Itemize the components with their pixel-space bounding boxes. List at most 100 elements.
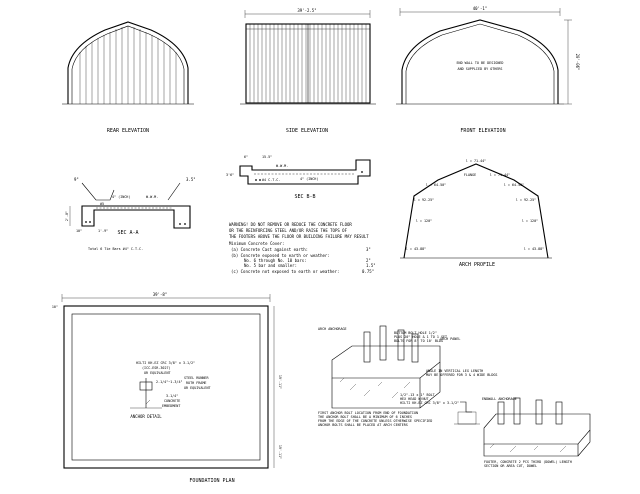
sec-a-ties: Total 6 Tie Bars #4" C.T.C.: [88, 247, 143, 251]
anchor-title: ANCHOR DETAIL: [130, 414, 162, 419]
svg-text:l = 71.44": l = 71.44": [490, 173, 510, 177]
anchor-dim: 2-1/4"~1-3/4": [156, 380, 183, 384]
svg-text:SECTION OR AREA CUT, DOWEL: SECTION OR AREA CUT, DOWEL: [484, 464, 537, 468]
endwall-anchorage-title: ENDWALL ANCHORAGE: [482, 397, 517, 401]
arch-profile-outline: [403, 163, 549, 259]
svg-text:ROTH FRAME: ROTH FRAME: [186, 381, 206, 385]
svg-text:CONCRETE: CONCRETE: [164, 399, 180, 403]
front-elevation-title: FRONT ELEVATION: [460, 128, 505, 134]
svg-text:ARCH PANEL: ARCH PANEL: [440, 337, 460, 341]
foundation-left-dim: 10": [52, 305, 58, 309]
svg-text:FIRST ANCHOR BOLT LOCATION FRO: FIRST ANCHOR BOLT LOCATION FROM END OF F…: [318, 411, 418, 415]
endwall-post-4: [555, 401, 563, 425]
svg-text:FLANGE: FLANGE: [464, 173, 476, 177]
svg-text:l = 92.25": l = 92.25": [516, 198, 536, 202]
warning-line3: THE FOOTERS ABOVE THE FLOOR OR BUILDING …: [229, 234, 369, 239]
sec-a-title: SEC A-A: [117, 230, 138, 236]
sec-a-inch: 4" (INCH): [112, 195, 130, 199]
sec-b-wwm-label: W.W.M.: [276, 164, 288, 168]
foundation-outer: [63, 305, 269, 469]
side-corrugation: [249, 24, 367, 103]
foundation-plan: 39'-8" 10" 19'-11" 19'-11" FOUNDATION PL…: [52, 292, 282, 484]
warning-notes: WARNING! DO NOT REMOVE OR REDUCE THE CON…: [229, 222, 376, 274]
sec-a-right-wing: [167, 182, 181, 201]
rear-ribs: [79, 26, 177, 104]
svg-text:(ICC-ESR-3027): (ICC-ESR-3027): [142, 366, 171, 370]
sec-a-left-wing: [81, 182, 115, 201]
arch-post-2: [379, 325, 387, 361]
svg-text:l = 92.25": l = 92.25": [414, 198, 434, 202]
cover-a: (a) Concrete Cast against earth:: [231, 247, 308, 252]
sec-b-outline: [239, 159, 371, 185]
foundation-inner: [71, 313, 261, 461]
rear-elevation: REAR ELEVATION: [62, 21, 194, 134]
arch-profile: l = 71.44" FLANGE l = 71.44" l = 64.50" …: [400, 159, 552, 268]
front-note-line1: END WALL TO BE DESIGNED: [457, 61, 504, 65]
svg-text:OR EQUIVALENT: OR EQUIVALENT: [144, 371, 171, 375]
sec-a-dim-bottom-mid: 1'-9": [98, 229, 108, 233]
rear-elevation-title: REAR ELEVATION: [107, 128, 149, 134]
arch-profile-labels: l = 71.44" FLANGE l = 71.44" l = 64.50" …: [406, 159, 544, 251]
arch-anchorage-hatch: [339, 377, 411, 399]
anchor-side-detail: [454, 401, 480, 425]
svg-text:OR EQUIVALENT: OR EQUIVALENT: [184, 386, 211, 390]
front-width-dim: 40'-1": [473, 6, 487, 11]
sec-b-dim-left: 3'6": [226, 173, 234, 177]
svg-text:THE ANCHOR BOLT SHALL BE A MIN: THE ANCHOR BOLT SHALL BE A MINIMUM OF 6 …: [318, 415, 412, 419]
cover-a-val: 3": [366, 247, 371, 252]
svg-text:l = 64.50": l = 64.50": [426, 183, 446, 187]
endwall-post-2: [513, 397, 521, 425]
sec-a-dim-bottom-left: 10": [76, 229, 82, 233]
sec-a-dim-left: 9": [74, 177, 79, 182]
cover-b2: No. 5 bar and smaller:: [244, 263, 297, 268]
arch-anchorage-title: ARCH ANCHORAGE: [318, 327, 347, 331]
svg-text:STEEL RUNNER: STEEL RUNNER: [184, 376, 209, 380]
svg-text:l = 43.88": l = 43.88": [406, 247, 426, 251]
foundation-right-dim: 19'-11": [278, 375, 282, 389]
warning-line2: OR THE REINFORCING STEEL AND/OR RAISE TH…: [229, 228, 348, 233]
rear-arch-outline: [67, 21, 189, 104]
cover-b: (b) Concrete exposed to earth or weather…: [231, 253, 330, 258]
svg-text:ANCHOR BOLTS SHALL BE PLACED A: ANCHOR BOLTS SHALL BE PLACED AT ARCH CEN…: [318, 423, 408, 427]
arch-anchorage: ARCH ANCHORAGE BOTTOM BOLT HOLE 1/2" PLU…: [318, 325, 497, 427]
endwall-anchorage: ENDWALL ANCHORAGE FOOTER, CONCRETE 2 PCS…: [482, 397, 591, 468]
sec-b-inch: 4" (INCH): [300, 177, 318, 181]
svg-text:l = 43.88": l = 43.88": [524, 247, 544, 251]
arch-post-1: [363, 331, 371, 363]
anchor-detail: HILTI KH-EZ CRC 3/8" x 3-1/2" (ICC-ESR-3…: [130, 361, 211, 419]
svg-text:BOTTOM BOLT HOLE 1/2": BOTTOM BOLT HOLE 1/2": [394, 331, 437, 335]
section-a-a: 9" 3.5" 4" (INCH) W.W.M. #5 2'-0" 10" 1'…: [65, 177, 196, 251]
cover-b2-val: 1.5": [366, 263, 376, 268]
foundation-width-dim: 39'-8": [153, 292, 167, 297]
svg-text:HEX HEAD W/NUT: HEX HEAD W/NUT: [400, 397, 429, 401]
cover-title: Minimum Concrete Cover:: [229, 241, 284, 246]
side-elevation-title: SIDE ELEVATION: [286, 128, 328, 134]
svg-text:EMBEDMENT: EMBEDMENT: [162, 404, 180, 408]
cover-c: (c) Concrete not exposed to earth or wea…: [231, 269, 339, 274]
foundation-bottom-dim: 19'-11": [278, 445, 282, 459]
cover-c-val: 0.75": [362, 269, 374, 274]
foundation-title: FOUNDATION PLAN: [189, 478, 234, 484]
svg-text:FOOTER, CONCRETE 2 PCS THIRD (: FOOTER, CONCRETE 2 PCS THIRD (DOWEL) LEN…: [484, 460, 572, 464]
sec-b-dim-top1: 6": [244, 155, 248, 159]
svg-text:ANGLE IN VERTICAL LEG LENGTH: ANGLE IN VERTICAL LEG LENGTH: [426, 369, 483, 373]
endwall-post-3: [535, 399, 543, 425]
svg-text:BOLTS FOR 8' TO 10' BLDG: BOLTS FOR 8' TO 10' BLDG: [394, 339, 443, 343]
svg-text:1/2"-13 x 1" BOLT: 1/2"-13 x 1" BOLT: [400, 393, 435, 397]
front-arch-inner: [405, 23, 555, 104]
endwall-slab: [483, 413, 591, 445]
arch-post-3: [397, 329, 405, 361]
sec-b-c: #4 C.T.C.: [262, 178, 280, 182]
front-note-line2: AND SUPPLIED BY OTHERS: [458, 67, 503, 71]
front-arch-outline: [401, 19, 559, 104]
cover-b1: No. 6 through No. 10 bars:: [244, 258, 307, 263]
svg-text:l = 120": l = 120": [522, 219, 538, 223]
side-elevation: 39'-2.5" SIDE ELEVATION: [240, 8, 376, 134]
front-elevation: 40'-1" 20'-06" END WALL TO BE DESIGNED A…: [396, 6, 580, 134]
svg-text:l = 64.50": l = 64.50": [504, 183, 524, 187]
sec-a-footing: [81, 205, 191, 229]
sec-a-depth: 2'-0": [65, 211, 69, 221]
arch-profile-title: ARCH PROFILE: [459, 262, 495, 268]
cover-b1-val: 2": [366, 258, 371, 263]
front-height-dim: 20'-06": [575, 54, 580, 71]
